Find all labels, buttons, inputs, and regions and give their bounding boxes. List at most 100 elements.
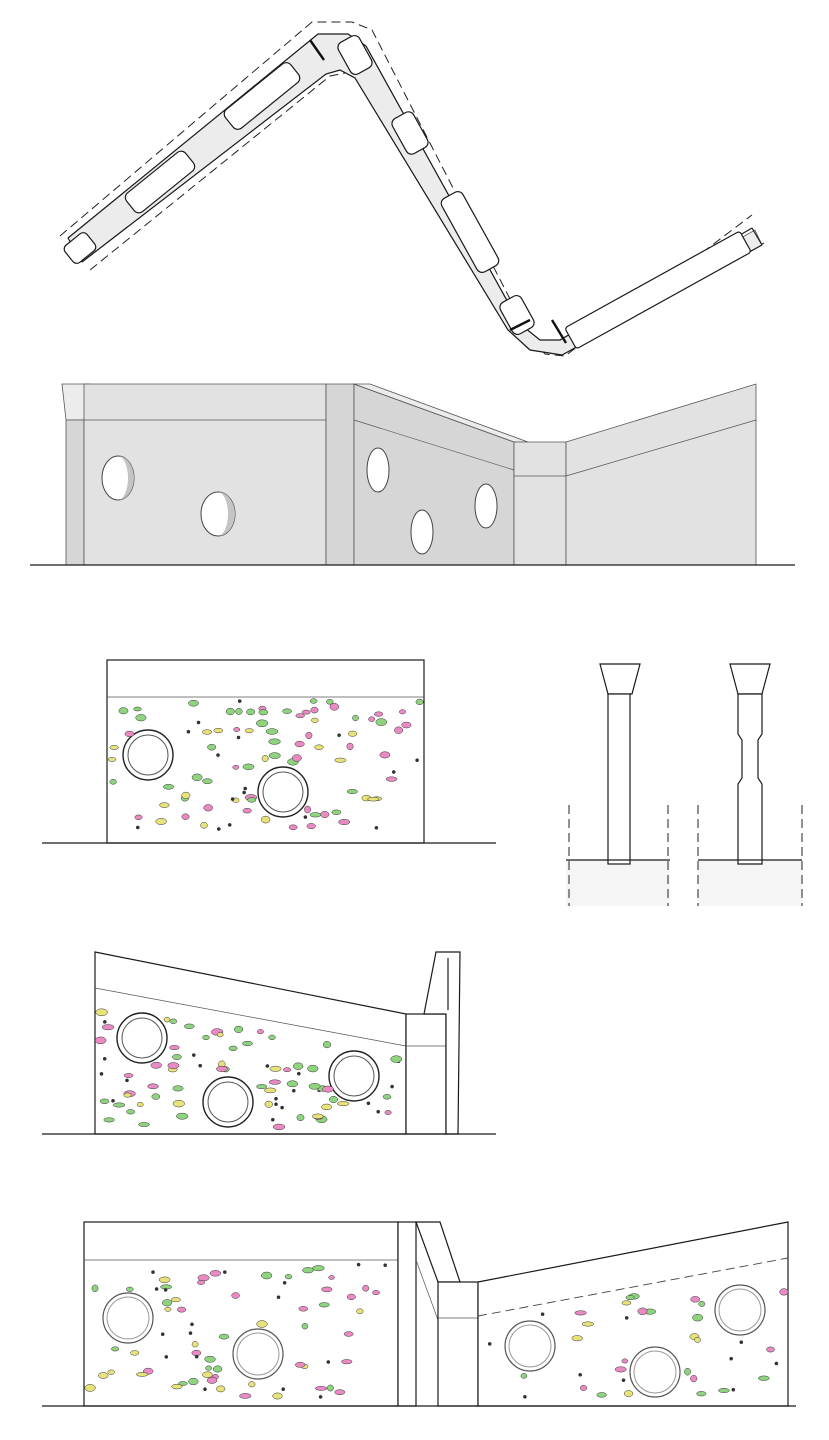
climbing-hold bbox=[234, 1025, 244, 1033]
climbing-hold bbox=[596, 1392, 607, 1398]
elev-c-hole-1 bbox=[106, 1296, 150, 1340]
climbing-hold bbox=[309, 812, 322, 818]
climbing-hold bbox=[256, 719, 269, 728]
climbing-hold bbox=[265, 728, 279, 735]
climbing-hold bbox=[109, 779, 117, 785]
climbing-hold bbox=[305, 731, 313, 739]
climbing-hold bbox=[176, 1112, 189, 1120]
climbing-hold bbox=[268, 1034, 276, 1041]
climbing-hold bbox=[216, 1385, 226, 1393]
climbing-hold bbox=[123, 1073, 134, 1078]
climbing-hold bbox=[579, 1384, 588, 1391]
plan-joint-1 bbox=[309, 39, 325, 61]
climbing-hold bbox=[540, 1312, 545, 1317]
climbing-hold bbox=[164, 1355, 169, 1359]
climbing-hold bbox=[181, 813, 190, 820]
climbing-hold bbox=[288, 824, 298, 831]
climbing-hold bbox=[265, 1064, 270, 1068]
elev-a-holds bbox=[107, 698, 424, 831]
climbing-hold bbox=[191, 773, 203, 781]
climbing-hold bbox=[295, 713, 305, 719]
climbing-hold bbox=[205, 1365, 212, 1371]
climbing-hold bbox=[394, 726, 404, 734]
climbing-hold bbox=[191, 1341, 199, 1348]
climbing-hold bbox=[292, 1062, 304, 1070]
climbing-hold bbox=[621, 1358, 629, 1364]
climbing-hold bbox=[326, 699, 334, 705]
climbing-hold bbox=[372, 1290, 380, 1296]
climbing-hold bbox=[322, 1041, 332, 1049]
elev-c-holds bbox=[84, 1262, 789, 1400]
climbing-hold bbox=[242, 1040, 253, 1047]
climbing-hold bbox=[269, 1065, 282, 1072]
climbing-hold bbox=[237, 699, 242, 703]
climbing-hold bbox=[281, 1387, 286, 1392]
climbing-hold bbox=[758, 1375, 770, 1381]
climbing-hold bbox=[172, 1054, 182, 1060]
climbing-hold bbox=[698, 1301, 706, 1307]
section-detail-2 bbox=[697, 663, 803, 906]
climbing-hold bbox=[188, 1377, 199, 1386]
climbing-hold bbox=[158, 1276, 171, 1283]
climbing-hold bbox=[243, 786, 248, 791]
climbing-hold bbox=[212, 1365, 223, 1373]
climbing-hold bbox=[718, 1388, 730, 1393]
climbing-hold bbox=[130, 1350, 140, 1356]
climbing-hold bbox=[362, 1285, 370, 1292]
climbing-hold bbox=[84, 1384, 96, 1392]
climbing-hold bbox=[181, 791, 191, 799]
climbing-hold bbox=[391, 770, 396, 774]
climbing-hold bbox=[415, 698, 424, 705]
climbing-hold bbox=[774, 1361, 779, 1366]
climbing-hold bbox=[376, 1109, 381, 1114]
climbing-hold bbox=[337, 1101, 350, 1107]
climbing-hold bbox=[303, 815, 308, 819]
climbing-hold bbox=[123, 1092, 132, 1098]
plan-joint-3 bbox=[550, 319, 568, 344]
climbing-hold bbox=[274, 1096, 278, 1101]
elev-a-hole-1 bbox=[127, 734, 169, 776]
climbing-hold bbox=[163, 1288, 168, 1292]
climbing-hold bbox=[621, 1378, 626, 1383]
climbing-hold bbox=[374, 711, 384, 717]
climbing-hold bbox=[268, 738, 281, 745]
climbing-hold bbox=[206, 1376, 218, 1384]
climbing-hold bbox=[295, 1361, 306, 1368]
climbing-hold bbox=[160, 1332, 165, 1337]
elev-a-hole-2 bbox=[262, 771, 304, 813]
plan-joint-2 bbox=[509, 318, 531, 332]
persp-wall-right bbox=[565, 383, 757, 566]
climbing-hold bbox=[242, 763, 255, 770]
climbing-hold bbox=[91, 1284, 99, 1293]
climbing-hold bbox=[107, 1369, 115, 1375]
climbing-hold bbox=[415, 758, 419, 763]
climbing-hold bbox=[99, 1098, 110, 1104]
climbing-hold bbox=[304, 805, 312, 814]
climbing-hold bbox=[334, 757, 347, 763]
climbing-hold bbox=[170, 1297, 181, 1303]
climbing-hold bbox=[196, 720, 201, 725]
climbing-hold bbox=[375, 718, 388, 726]
climbing-hold bbox=[228, 1045, 238, 1052]
climbing-hold bbox=[184, 1023, 195, 1029]
climbing-hold bbox=[256, 1084, 268, 1090]
climbing-hold bbox=[337, 733, 341, 738]
climbing-hold bbox=[151, 1093, 161, 1100]
climbing-hold bbox=[197, 1274, 210, 1282]
climbing-hold bbox=[151, 1270, 155, 1274]
climbing-hold bbox=[95, 1008, 108, 1017]
climbing-hold bbox=[301, 709, 311, 715]
climbing-hold bbox=[623, 1390, 634, 1397]
climbing-hold bbox=[109, 745, 119, 750]
climbing-hold bbox=[261, 755, 269, 762]
climbing-hold bbox=[367, 796, 380, 802]
climbing-hold bbox=[204, 1355, 216, 1363]
climbing-hold bbox=[346, 742, 354, 751]
section-detail-1 bbox=[566, 663, 670, 906]
climbing-hold bbox=[202, 1034, 210, 1041]
climbing-hold bbox=[280, 1105, 284, 1110]
climbing-hold bbox=[198, 1063, 203, 1068]
climbing-hold bbox=[382, 1094, 392, 1100]
climbing-hold bbox=[256, 1029, 264, 1035]
plan-inner-dashed-outline bbox=[89, 71, 765, 349]
